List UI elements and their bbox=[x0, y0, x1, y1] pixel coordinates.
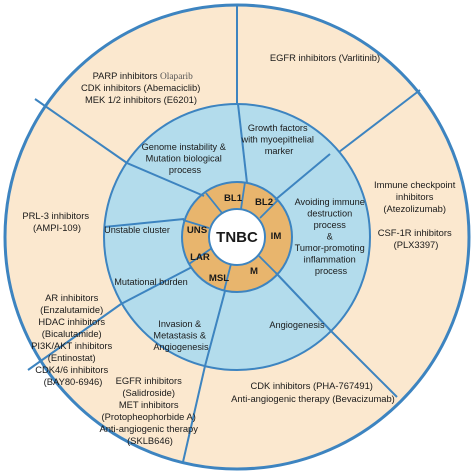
therapy-egfr-met: EGFR inhibitors (Salidroside) MET inhibi… bbox=[99, 375, 200, 446]
outer-ring-dividers bbox=[27, 5, 421, 463]
sub-divider-4 bbox=[223, 263, 232, 292]
therapy-ar-hdac: AR inhibitors (Enzalutamide) HDAC inhibi… bbox=[31, 292, 115, 387]
sub-divider-3 bbox=[258, 255, 278, 275]
sub-divider-5 bbox=[188, 247, 213, 265]
mechanism-genome: Genome instability & Mutation biological… bbox=[142, 142, 229, 175]
mechanism-labels: Genome instability & Mutation biological… bbox=[104, 123, 368, 352]
mid-divider-upper-right bbox=[274, 153, 331, 201]
therapy-egfr-varlitinib: EGFR inhibitors (Varlitinib) bbox=[270, 52, 380, 63]
sub-divider-1 bbox=[240, 181, 246, 210]
mid-divider-lower-left bbox=[120, 266, 193, 305]
mechanism-invasion: Invasion & Metastasis & Angiogenesis bbox=[153, 319, 209, 352]
center-label: TNBC bbox=[216, 229, 258, 246]
subtype-bl1: BL1 bbox=[224, 193, 243, 204]
outer-divider-bottom bbox=[182, 365, 206, 463]
outer-divider-lower-left bbox=[27, 303, 122, 371]
subtype-bl2: BL2 bbox=[255, 197, 273, 208]
mechanism-mutational: Mutational burden bbox=[114, 277, 188, 287]
therapy-parp-drug: Olaparib bbox=[160, 72, 193, 82]
outer-divider-upper-left bbox=[34, 98, 128, 164]
center-circle bbox=[208, 208, 266, 266]
mid-divider-upper-left bbox=[126, 162, 205, 197]
outer-divider-upper-right bbox=[338, 89, 421, 153]
mid-divider-top bbox=[237, 103, 248, 184]
mid-divider-left bbox=[103, 218, 185, 228]
sub-divider-7 bbox=[205, 192, 223, 214]
mid-divider-bottom bbox=[204, 290, 226, 367]
middle-ring-dividers bbox=[103, 103, 332, 367]
mechanism-unstable: Unstable cluster bbox=[104, 225, 170, 235]
mechanism-angiogenesis: Angiogenesis bbox=[269, 320, 325, 330]
subtype-uns: UNS bbox=[187, 225, 208, 236]
mechanism-immune: Avoiding immune destruction process & Tu… bbox=[295, 197, 368, 276]
mechanism-growth: Growth factors with myoepithelial marker bbox=[240, 123, 316, 156]
subtype-lar: LAR bbox=[190, 252, 210, 263]
therapy-parp: PARP inhibitors Olaparib CDK inhibitors … bbox=[81, 70, 203, 105]
therapy-checkpoint: Immune checkpoint inhibitors (Atezolizum… bbox=[374, 179, 458, 250]
sub-divider-6 bbox=[182, 219, 210, 229]
therapy-cdk-antiangiogenic: CDK inhibitors (PHA-767491) Anti-angioge… bbox=[231, 380, 395, 404]
therapy-prl3: PRL-3 inhibitors (AMPI-109) bbox=[22, 210, 91, 233]
subtype-msl: MSL bbox=[209, 273, 229, 284]
therapy-labels: PARP inhibitors Olaparib CDK inhibitors … bbox=[22, 52, 458, 446]
sub-divider-2 bbox=[259, 199, 279, 219]
subtype-im: IM bbox=[271, 231, 282, 242]
subtype-m: M bbox=[250, 266, 258, 277]
mid-divider-lower-right bbox=[275, 272, 332, 332]
subtype-ring-dividers bbox=[182, 181, 279, 292]
subtype-labels: BL1 BL2 IM M MSL LAR UNS bbox=[187, 193, 281, 284]
outer-divider-lower-right bbox=[330, 330, 398, 398]
